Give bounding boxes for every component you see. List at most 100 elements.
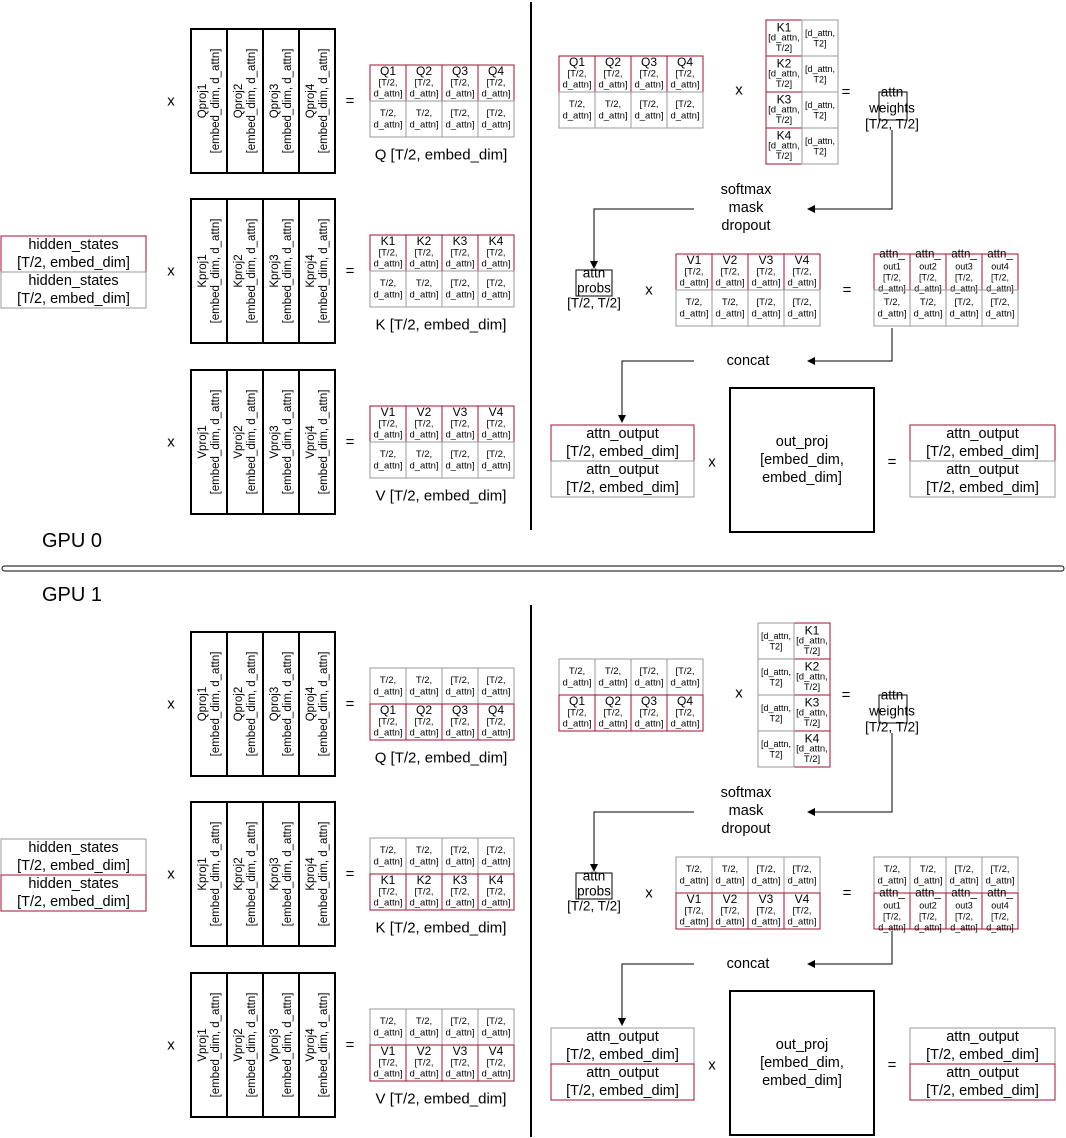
- attn-kt-cell-text: T/2]: [804, 754, 820, 765]
- q-proj-name: Qproj1: [197, 84, 209, 119]
- attn-probs-label-line: attn: [583, 266, 606, 281]
- attn-kt-inactive-cell-text: T2]: [769, 749, 782, 759]
- q-result-cell-text: d_attn]: [481, 89, 510, 100]
- v-result-cell-text: [T/2,: [450, 1058, 469, 1069]
- k-result-cell-text: [T/2,: [486, 248, 505, 259]
- q-result-inactive-cell: [T/2,d_attn]: [441, 667, 479, 705]
- v-result-cell-text: [T/2,: [414, 1058, 433, 1069]
- k-result-cell: K3[T/2,d_attn]: [441, 873, 479, 911]
- hidden-states-bottom-text-line: hidden_states: [28, 876, 118, 892]
- equals-operator: =: [346, 1037, 355, 1054]
- attn-v-inactive-cell-text: T/2,: [686, 864, 702, 875]
- equals-operator: =: [346, 866, 355, 883]
- v-result-cell-text: V1: [381, 405, 396, 419]
- attn-output-result-top-text-line: attn_output: [946, 1029, 1019, 1045]
- v-result-cell-text: d_attn]: [481, 1069, 510, 1080]
- attn-out-inactive-cell: T/2,d_attn]: [909, 289, 947, 327]
- attn-out-inactive-cell: [T/2,d_attn]: [981, 289, 1019, 327]
- q-proj-name: Qproj4: [305, 83, 317, 118]
- k-result-inactive-cell-text: d_attn]: [409, 856, 438, 867]
- v-result-inactive-cell: T/2,d_attn]: [369, 1008, 407, 1046]
- attn-kt-cell-text: K3: [805, 696, 820, 710]
- v-result-inactive-cell-text: T/2,: [380, 449, 396, 460]
- attn-out-cell-text: d_attn]: [986, 284, 1014, 294]
- k-result-cell-text: [T/2,: [414, 887, 433, 898]
- attn-kt-inactive-cell-text: [d_attn,: [805, 64, 835, 74]
- q-proj-column: Qproj1[embed_dim, d_attn]: [190, 631, 228, 777]
- v-proj-column: Vproj4[embed_dim, d_attn]: [298, 369, 336, 515]
- k-result-cell-text: d_attn]: [409, 259, 438, 270]
- attn-kt-inactive-cell-text: [d_attn,: [761, 703, 791, 713]
- attn-q-inactive: T/2,d_attn]T/2,d_attn][T/2,d_attn][T/2,d…: [558, 91, 704, 129]
- attn-weights-label-line: attn: [881, 85, 904, 100]
- attn-kt-cell-text: T/2]: [804, 682, 820, 693]
- attn-v-cell-text: [T/2,: [792, 267, 811, 278]
- attn-kt: K1[d_attn,T/2]K2[d_attn,T/2]K3[d_attn,T/…: [793, 622, 831, 768]
- attn-q-cell: Q1[T/2,d_attn]: [558, 55, 596, 93]
- v-proj-name: Vproj1: [197, 425, 209, 458]
- attn-out-cell: attn_out4[T/2,d_attn]: [981, 249, 1019, 294]
- attn-output-result-bottom-text-line: attn_output: [946, 462, 1019, 478]
- k-result-inactive-cell-border: [477, 270, 515, 308]
- attn-probs-label-line: attn: [583, 869, 606, 884]
- k-proj-name: Kproj4: [305, 254, 317, 288]
- v-result-inactive-cell-text: d_attn]: [481, 1027, 510, 1038]
- v-result-inactive-cell-text: [T/2,: [486, 1016, 505, 1027]
- attn-kt-inactive-cell-border: [801, 127, 839, 165]
- attn-v-inactive-cell: [T/2,d_attn]: [783, 289, 821, 327]
- attn-q-cell-text: [T/2,: [603, 708, 622, 719]
- k-result-cell-text: K2: [417, 234, 432, 248]
- attn-out-cell-text: d_attn]: [878, 284, 906, 294]
- gpu-1-section: hidden_states[T/2, embed_dim]hidden_stat…: [0, 584, 1056, 1137]
- attn-v-cell: V1[T/2,d_attn]: [675, 892, 713, 930]
- k-proj-shape: [embed_dim, d_attn]: [210, 822, 222, 927]
- attn-kt-cell-text: [d_attn,: [768, 141, 800, 152]
- attn-out: attn_out1[T/2,d_attn]attn_out2[T/2,d_att…: [873, 888, 1019, 933]
- attn-v-cell: V2[T/2,d_attn]: [711, 253, 749, 291]
- v-proj-name: Vproj4: [305, 1028, 317, 1062]
- times-operator: x: [708, 1057, 716, 1074]
- hidden-states-top-text-line: [T/2, embed_dim]: [17, 858, 130, 874]
- attn-q-inactive-cell-text: [T/2,: [639, 666, 658, 677]
- attn-v-cell-text: [T/2,: [720, 906, 739, 917]
- q-proj-column-border: [298, 28, 336, 174]
- attn-v-cell-text: V3: [759, 892, 774, 906]
- q-result-cell-text: [T/2,: [378, 717, 397, 728]
- attn-kt-inactive-cell-text: [d_attn,: [761, 739, 791, 749]
- attn-kt-inactive-cell-text: [d_attn,: [805, 100, 835, 110]
- attn-kt-cell-text: T/2]: [804, 646, 820, 657]
- q-result-cell-text: [T/2,: [486, 78, 505, 89]
- attn-q-cell-border: [666, 694, 704, 732]
- attn-q-cell-text: Q3: [641, 694, 657, 708]
- attn-kt-cell-text: [d_attn,: [768, 33, 800, 44]
- v-proj-column: Vproj2[embed_dim, d_attn]: [226, 972, 264, 1118]
- k-result-cell-text: K2: [417, 873, 432, 887]
- q-proj-column: Qproj4[embed_dim, d_attn]: [298, 28, 336, 174]
- k-result-cell: K3[T/2,d_attn]: [441, 234, 479, 272]
- q-proj-column: Qproj2[embed_dim, d_attn]: [226, 28, 264, 174]
- equals-operator: =: [346, 93, 355, 110]
- k-proj-column: Kproj4[embed_dim, d_attn]: [298, 801, 336, 947]
- v-caption: V [T/2, embed_dim]: [376, 488, 507, 505]
- attn-kt-inactive-cell: [d_attn,T2]: [801, 55, 839, 93]
- q-result-cell-text: Q1: [380, 703, 396, 717]
- attn-q-inactive-cell: [T/2,d_attn]: [630, 658, 668, 696]
- q-proj-column: Qproj3[embed_dim, d_attn]: [262, 28, 300, 174]
- attn-kt-inactive-cell: [d_attn,T2]: [757, 694, 795, 732]
- k-result-inactive-cell-text: T/2,: [416, 278, 432, 289]
- attn-v-inactive-cell-text: T/2,: [722, 864, 738, 875]
- attn-q: Q1[T/2,d_attn]Q2[T/2,d_attn]Q3[T/2,d_att…: [558, 694, 704, 732]
- arrow-concat-to-output: [618, 963, 694, 1026]
- attn-q-cell-text: [T/2,: [603, 69, 622, 80]
- v-proj-name: Vproj2: [233, 425, 245, 458]
- k-result-inactive-cell: T/2,d_attn]: [369, 837, 407, 875]
- equals-operator: =: [843, 885, 852, 902]
- q-proj-name: Qproj3: [269, 84, 281, 119]
- k-result-cell-text: d_attn]: [409, 898, 438, 909]
- v-proj-shape: [embed_dim, d_attn]: [282, 993, 294, 1098]
- attn-output-result-bottom-text-line: [T/2, embed_dim]: [926, 480, 1039, 496]
- attn-kt-cell: K1[d_attn,T/2]: [765, 19, 803, 57]
- attn-out-cell: attn_out1[T/2,d_attn]: [873, 888, 911, 933]
